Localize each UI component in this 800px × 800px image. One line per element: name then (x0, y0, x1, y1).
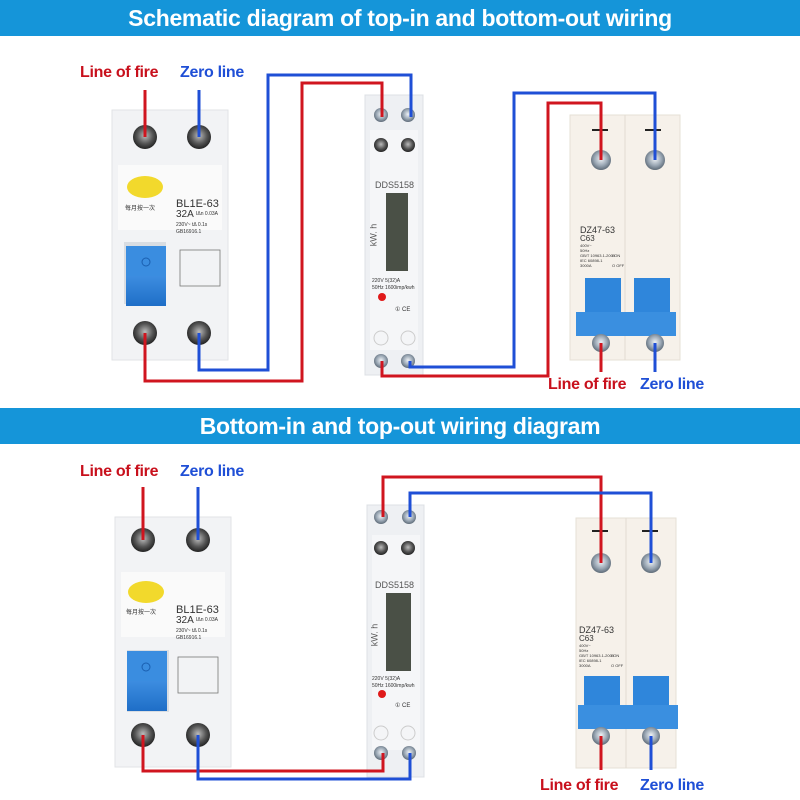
rcd-2-sensitivity: IΔn 0.03A (196, 617, 218, 623)
energy-meter-2 (366, 504, 425, 778)
mcb-on-label: I ON (612, 253, 621, 258)
section-2-output-live-label: Line of fire (540, 777, 619, 794)
meter-2-unit: kW. h (369, 623, 380, 647)
section-2-neutral-meter-to-mcb (408, 491, 653, 563)
meter-2-spec-1: 220V 5(32)A (372, 676, 401, 682)
rcd-toggle-handle (126, 246, 166, 276)
mcb-2-spec-5: 3000A (579, 663, 591, 668)
section-2-output-neutral-label: Zero line (640, 777, 704, 794)
rcd-device-2 (114, 516, 232, 768)
rcd-specs: 230V~ tΔ 0.1s (176, 222, 208, 228)
section-2-input-live-label: Line of fire (80, 463, 159, 480)
mcb-spec-5: 3000A (580, 263, 592, 268)
mcb-device (569, 114, 681, 361)
mcb-device-2 (575, 517, 678, 769)
section-1-output-live-label: Line of fire (548, 376, 627, 393)
section-1-live-meter-to-mcb (380, 101, 603, 378)
mcb-toggle-bar (576, 312, 676, 336)
mcb-2-spec-1: 400V~ (579, 643, 591, 648)
section-1-neutral-rcd-to-meter (197, 73, 413, 372)
mcb-spec-3: GB/T 10963.1-2005 (580, 253, 616, 258)
rcd-2-standard: GB16916.1 (176, 635, 202, 641)
meter-lcd-display (386, 193, 408, 271)
meter-2-model: DDS5158 (375, 580, 415, 590)
mcb-rating: C63 (580, 234, 595, 243)
section-1-live-rcd-to-meter (143, 81, 384, 383)
meter-2-spec-2: 50Hz 1600imp/kwh (372, 683, 415, 689)
rcd-sensitivity: IΔn 0.03A (196, 211, 218, 217)
rcd-test-label: 每月按一次 (125, 206, 156, 212)
section-2-neutral-rcd-to-meter (196, 735, 412, 781)
rcd-2-rating: 32A (176, 615, 194, 626)
mcb-2-spec-4: IEC 60898-1 (579, 658, 602, 663)
mcb-spec-1: 400V~ (580, 243, 592, 248)
meter-spec-1: 220V 5(32)A (372, 278, 401, 284)
meter-mark: ① CE (395, 307, 411, 313)
section-2-live-meter-to-mcb (381, 475, 603, 563)
mcb-2-model: DZ47-63 (579, 625, 615, 635)
rcd-2-specs: 230V~ tΔ 0.1s (176, 628, 208, 634)
section-2-live-rcd-to-meter (141, 735, 385, 773)
rcd-2-model: BL1E-63 (176, 604, 219, 616)
section-2-input-neutral-label: Zero line (180, 463, 244, 480)
meter-2-mark: ① CE (395, 703, 411, 709)
meter-spec-2: 50Hz 1600imp/kwh (372, 285, 415, 291)
rcd-model: BL1E-63 (176, 198, 219, 210)
mcb-2-rating: C63 (579, 634, 594, 643)
rcd-standard: GB16916.1 (176, 229, 202, 235)
section-1-input-neutral-label: Zero line (180, 64, 244, 81)
meter-unit: kW. h (368, 223, 379, 247)
energy-meter (364, 94, 424, 376)
rcd-2-test-label: 每月按一次 (126, 610, 157, 616)
mcb-2-off-label: O OFF (611, 663, 624, 668)
meter-model: DDS5158 (375, 180, 415, 190)
mcb-spec-4: IEC 60898-1 (580, 258, 603, 263)
section-2-title: Bottom-in and top-out wiring diagram (0, 408, 800, 444)
section-1-title: Schematic diagram of top-in and bottom-o… (0, 0, 800, 36)
pulse-led-icon (378, 293, 386, 301)
mcb-2-spec-3: GB/T 10963.1-2005 (579, 653, 615, 658)
mcb-off-label: O OFF (612, 263, 625, 268)
section-1-input-live-label: Line of fire (80, 64, 159, 81)
test-button-icon (127, 176, 163, 198)
section-1-output-neutral-label: Zero line (640, 376, 704, 393)
section-1-neutral-meter-to-mcb (408, 91, 657, 369)
rcd-device (111, 109, 229, 361)
rcd-rating: 32A (176, 209, 194, 220)
mcb-2-spec-2: 50Hz (579, 648, 589, 653)
mcb-model: DZ47-63 (580, 225, 616, 235)
mcb-spec-2: 50Hz (580, 248, 590, 253)
mcb-2-on-label: I ON (611, 653, 620, 658)
